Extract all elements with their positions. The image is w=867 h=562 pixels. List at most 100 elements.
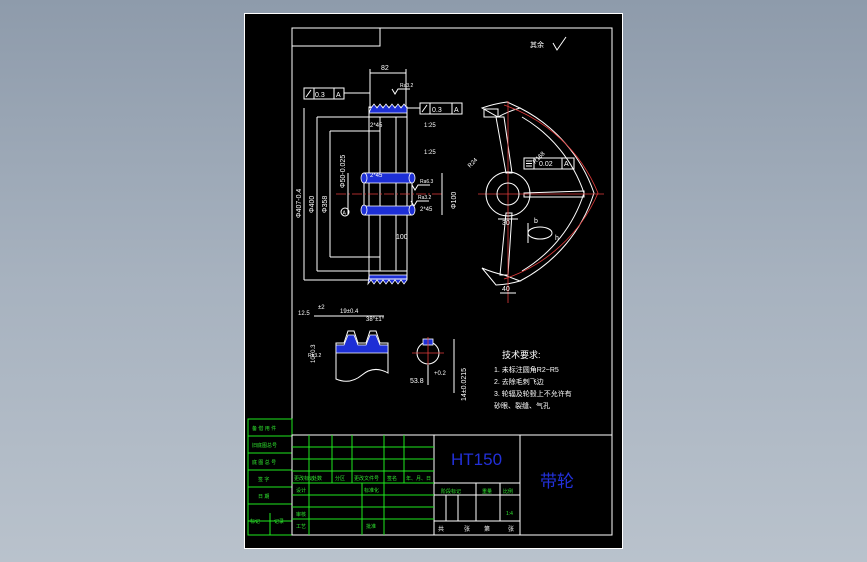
chamfer-bottom: 2*45 (420, 207, 433, 213)
role-standard: 标准化 (364, 487, 379, 494)
stage-mark: 阶段标记 (441, 488, 461, 495)
drawing-svg: 其余 82 0.3 A (244, 13, 623, 549)
dim-82: 82 (381, 65, 389, 72)
runout-left-ref: A (336, 92, 341, 99)
taper-2: 1:25 (424, 150, 436, 156)
role-review: 审核 (296, 511, 306, 518)
dim-38: 38°±1° (366, 317, 385, 323)
keyway-detail: 53.8 +0.2 14±0.0215 (410, 337, 468, 401)
ra-detail: Ra3.2 (308, 353, 322, 359)
material: HT150 (451, 450, 502, 469)
left-small-1: 记录 (274, 518, 284, 525)
sym-tol: 0.02 (539, 161, 553, 168)
ra-mid-icon (411, 184, 430, 191)
dim-12-5: 12.5 (298, 311, 310, 317)
dim-400: Φ400 (309, 196, 316, 213)
top-left-code-box (292, 28, 381, 47)
rim-outer (519, 107, 595, 282)
symmetry-icon (526, 160, 532, 167)
dim-plus-0-2: +0.2 (434, 371, 447, 377)
weight: 重量 (482, 488, 492, 495)
dim-h: h (555, 235, 559, 242)
tech-item-3: 3. 轮辐及轮毂上不允许有 (494, 389, 572, 398)
roughness-check-icon (552, 36, 567, 51)
tb-mark: 更改标记 (294, 475, 314, 482)
bore (496, 182, 520, 206)
dim-50: Φ50-0.025 (340, 155, 347, 188)
tech-item-2: 2. 去除毛刺飞边 (494, 377, 544, 386)
scale-label: 比例 (503, 488, 513, 495)
scale-value: 1:4 (506, 511, 513, 517)
left-small-0: 标记 (250, 518, 260, 525)
drawing-sheet: 其余 82 0.3 A (244, 13, 623, 549)
ra-low-icon (410, 200, 429, 207)
dim-10-3: 10+0.3 (311, 344, 317, 363)
roughness-label: 其余 (530, 40, 544, 49)
datum-a: A (343, 211, 347, 217)
sheet-unit2: 张 (508, 525, 514, 533)
runout-right-tol: 0.3 (432, 107, 442, 114)
dim-40: 40 (502, 286, 510, 293)
groove-detail: 12.5 ±2 19±0.4 38°±1° 10+0.3 Ra3.2 (298, 305, 389, 382)
tb-sign: 签名 (387, 475, 397, 482)
dim-pm2: ±2 (318, 305, 325, 311)
role-design: 设计 (296, 487, 306, 494)
datum-circle (340, 207, 350, 217)
taper-1: 1:25 (424, 123, 436, 129)
role-process: 工艺 (296, 524, 306, 530)
sheet-unit1: 张 (464, 525, 470, 533)
rim-top-grooves (368, 103, 408, 114)
dim-358: Φ358 (322, 196, 329, 213)
tb-zone: 分区 (335, 475, 345, 482)
dim-30: 30 (502, 220, 510, 227)
dim-19: 19±0.4 (340, 309, 359, 315)
ra-top: Ra3.2 (400, 83, 414, 89)
role-approve: 批准 (366, 523, 376, 530)
spoke-right (523, 190, 585, 198)
spoke-top (495, 116, 513, 174)
tb-count: 处数 (312, 475, 322, 482)
dim-100-len: 100 (396, 234, 408, 241)
left-col-1: 旧底图总号 (252, 442, 277, 449)
left-sign-column: 备 借 用 件 旧底图总号 底 图 总 号 签 字 日 期 标记 记录 (247, 418, 293, 536)
chamfer-top: 2*45 (370, 123, 383, 129)
tech-requirements: 技术要求: 1. 未标注圆角R2~R5 2. 去除毛刺飞边 3. 轮辐及轮毂上不… (494, 349, 572, 410)
pitch-circle (503, 104, 599, 280)
sheet-border (244, 13, 623, 549)
runout-left-icon (305, 89, 312, 98)
title-block: 更改标记 处数 分区 更改文件号 签名 年、月、日 设计 标准化 审核 工艺 批… (291, 434, 613, 536)
tech-title: 技术要求: (502, 349, 541, 360)
dim-14: 14±0.0215 (461, 368, 468, 401)
dim-r24: R24 (467, 157, 479, 169)
hub-bottom-section (363, 205, 413, 216)
tech-item-4: 砂眼、裂缝、气孔 (494, 401, 550, 410)
dim-407: Φ407-0.4 (296, 189, 303, 218)
tech-item-1: 1. 未标注圆角R2~R5 (494, 365, 559, 374)
sym-ref: A (564, 161, 569, 168)
ra-mid: Ra6.3 (420, 179, 434, 185)
ra-low: Ra3.2 (418, 195, 432, 201)
runout-right-icon (421, 104, 428, 113)
runout-left-tol: 0.3 (315, 92, 325, 99)
tb-file: 更改文件号 (354, 475, 379, 482)
runout-right-ref: A (454, 107, 459, 114)
part-name: 带轮 (540, 472, 574, 491)
groove-section-fill (335, 334, 389, 354)
front-section-view: 82 0.3 A 0.3 A (296, 65, 463, 286)
left-col-3: 签 字 (258, 476, 269, 483)
groove-profile (335, 330, 389, 382)
left-col-0: 备 借 用 件 (252, 425, 276, 432)
dim-b: b (534, 218, 538, 225)
sheet-no: 第 (484, 525, 490, 533)
dim-53-8: 53.8 (410, 378, 424, 385)
left-col-4: 日 期 (258, 494, 269, 500)
chamfer-mid: 2*45 (370, 173, 383, 179)
left-col-2: 底 图 总 号 (252, 459, 276, 466)
hub-outer (485, 171, 531, 217)
spoke-section (527, 226, 553, 240)
rim-bottom-end (481, 267, 522, 286)
ra-top-icon (391, 88, 410, 95)
side-view: R168 R24 0.02 A 30 40 b h (467, 101, 604, 303)
tb-date: 年、月、日 (406, 475, 431, 482)
sheet-total: 共 (438, 525, 444, 533)
